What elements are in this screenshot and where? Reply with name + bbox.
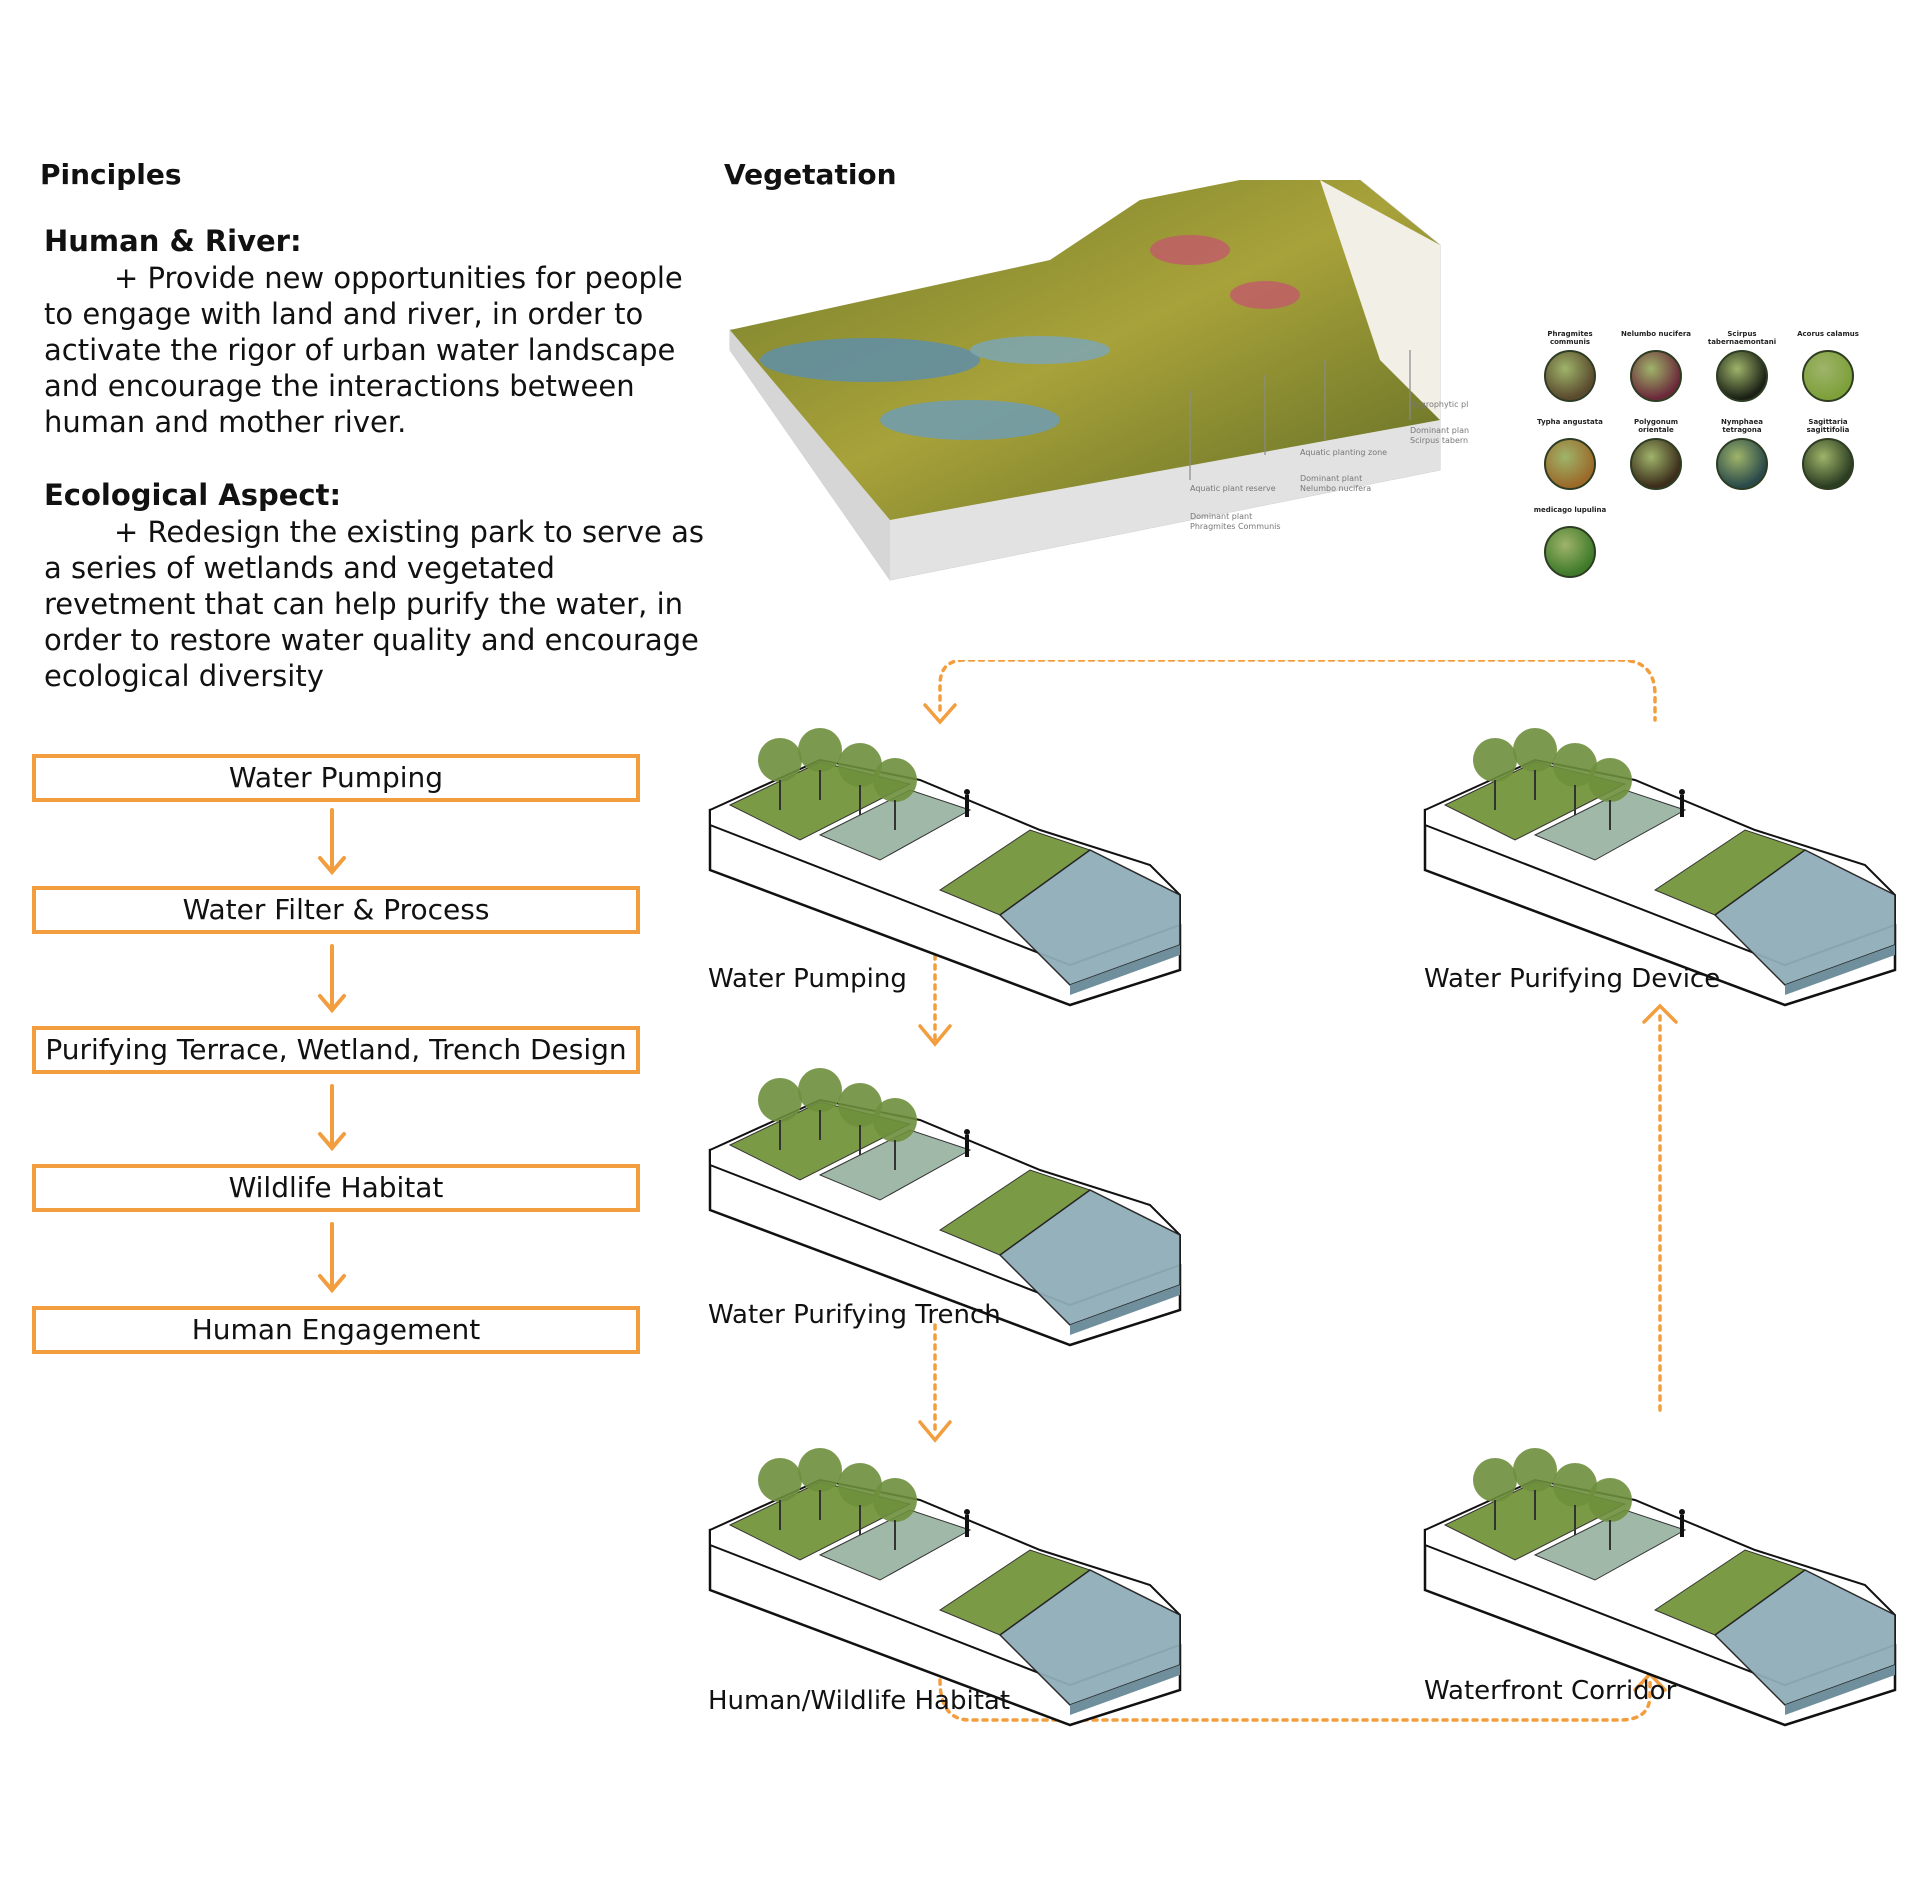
diagram-water-pumping: [708, 728, 1182, 1007]
flow-arrow-3: [318, 1084, 346, 1152]
veg-label-3: Scirpus tabern: [1410, 436, 1469, 445]
flow-arrow-1: [318, 808, 346, 876]
veg-label-7: Aquatic plant reserve: [1190, 484, 1276, 493]
plant-swatch: [1630, 350, 1682, 402]
flow-arrows: [318, 808, 346, 1294]
plant-label: Phragmites communis: [1547, 330, 1593, 346]
principles-heading: Pinciples: [40, 158, 182, 191]
plant-swatch: [1802, 350, 1854, 402]
plant-label: Scirpus tabernaemontani: [1707, 330, 1777, 346]
cycle-arrows: [918, 660, 1678, 1722]
human-river-text: + Provide new opportunities for people t…: [44, 260, 704, 440]
plant-label: medicago lupulina: [1533, 506, 1607, 514]
flow-box-4: Wildlife Habitat: [32, 1164, 640, 1212]
plant-item: Typha angustata: [1530, 418, 1610, 490]
section-diagrams: [708, 660, 1897, 1727]
veg-label-6: Nelumbo nucifera: [1300, 484, 1372, 493]
veg-label-2: Dominant plan: [1410, 426, 1470, 435]
flow-box-3: Purifying Terrace, Wetland, Trench Desig…: [32, 1026, 640, 1074]
flow-box-5: Human Engagement: [32, 1306, 640, 1354]
flow-arrow-2: [318, 944, 346, 1014]
ecological-title: Ecological Aspect:: [44, 478, 342, 512]
plant-swatch: [1630, 438, 1682, 490]
plant-swatch: [1802, 438, 1854, 490]
flow-box-2: Water Filter & Process: [32, 886, 640, 934]
plant-swatch: [1544, 350, 1596, 402]
plant-item: Acorus calamus: [1788, 330, 1868, 402]
plant-item: Scirpus tabernaemontani: [1702, 330, 1782, 402]
plant-label: Typha angustata: [1537, 418, 1603, 426]
caption-water-purifying-trench: Water Purifying Trench: [708, 1300, 1001, 1330]
ecological-text: + Redesign the existing park to serve as…: [44, 514, 704, 694]
human-river-title: Human & River:: [44, 224, 302, 258]
human-river-text-content: + Provide new opportunities for people t…: [44, 261, 683, 439]
plant-label: Acorus calamus: [1797, 330, 1859, 338]
plant-item: Nymphaea tetragona: [1702, 418, 1782, 490]
veg-label-1: Hygrophytic pl: [1410, 400, 1469, 409]
plant-item: Polygonum orientale: [1616, 418, 1696, 490]
veg-label-9: Phragmites Communis: [1190, 522, 1281, 531]
diagram-human-wildlife-habitat: [708, 1448, 1182, 1727]
veg-label-4: Aquatic planting zone: [1300, 448, 1388, 457]
veg-label-5: Dominant plant: [1300, 474, 1363, 483]
caption-water-pumping: Water Pumping: [708, 964, 907, 994]
veg-label-8: Dominant plant: [1190, 512, 1253, 521]
flow-arrow-4: [318, 1222, 346, 1294]
vegetation-block: [729, 179, 1441, 581]
vegetation-heading: Vegetation: [724, 158, 897, 191]
ecological-text-content: + Redesign the existing park to serve as…: [44, 515, 704, 693]
flow-box-1: Water Pumping: [32, 754, 640, 802]
plant-item: Sagittaria sagittifolia: [1788, 418, 1868, 490]
plant-swatch: [1716, 350, 1768, 402]
plant-swatch: [1544, 526, 1596, 578]
plant-item: Phragmites communis: [1530, 330, 1610, 402]
plant-swatch: [1716, 438, 1768, 490]
plant-swatch: [1544, 438, 1596, 490]
plant-label: Nelumbo nucifera: [1620, 330, 1692, 338]
plant-label: Nymphaea tetragona: [1721, 418, 1763, 434]
plant-palette: Phragmites communis Nelumbo nucifera Scirp…: [1530, 330, 1890, 600]
caption-human-wildlife-habitat: Human/Wildlife Habitat: [708, 1686, 1011, 1716]
diagram-waterfront-corridor: [1423, 1448, 1897, 1727]
caption-water-purifying-device: Water Purifying Device: [1424, 964, 1721, 994]
caption-waterfront-corridor: Waterfront Corridor: [1424, 1676, 1677, 1706]
diagram-water-purifying-trench: [708, 1068, 1182, 1347]
plant-label: Polygonum orientale: [1634, 418, 1678, 434]
plant-label: Sagittaria sagittifolia: [1806, 418, 1850, 434]
plant-item: Nelumbo nucifera: [1616, 330, 1696, 402]
diagram-water-purifying-device: [1423, 728, 1897, 1007]
plant-item: medicago lupulina: [1530, 506, 1610, 578]
